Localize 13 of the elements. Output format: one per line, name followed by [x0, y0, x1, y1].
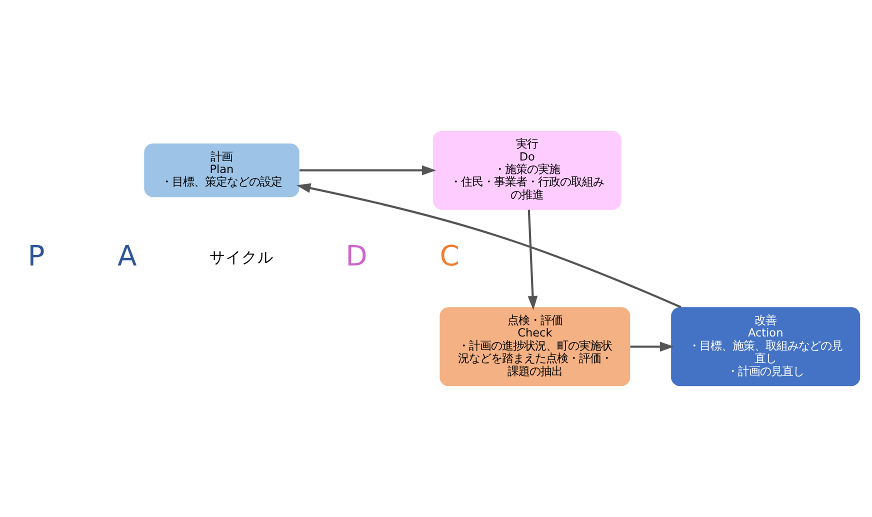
- arrow: [528, 210, 538, 310]
- node-box: 計画 Plan ・目標、策定などの設定: [144, 144, 300, 198]
- label: A: [118, 240, 137, 273]
- node-box: 実行 Do ・施策の実施 ・住民・事業者・行政の取組みの推進: [433, 130, 622, 210]
- label: D: [346, 240, 368, 273]
- label: サイクル: [209, 248, 274, 266]
- arrow: [630, 342, 674, 352]
- node-box: 改善 Action ・目標、施策、取組みなどの見直し ・計画の見直し: [671, 307, 860, 386]
- arrow: [296, 183, 682, 308]
- label: C: [440, 240, 460, 273]
- label: P: [28, 240, 45, 273]
- node-box: 点検・評価 Check ・計画の進捗状況、町の実施状況などを踏まえた点検・評価・課題の抽出: [440, 307, 630, 386]
- arrow: [300, 165, 436, 176]
